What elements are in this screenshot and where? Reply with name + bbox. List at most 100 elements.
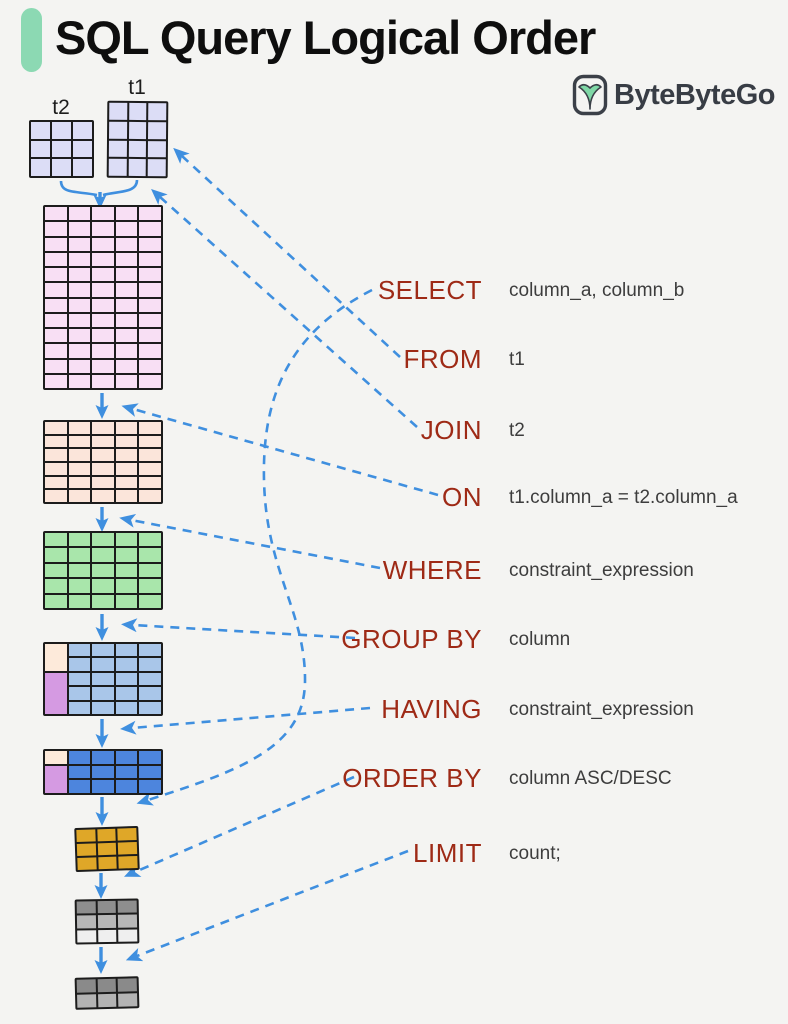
table-cell (115, 344, 138, 358)
table-cell (76, 901, 96, 914)
table-cell (52, 159, 71, 176)
table-cell (115, 463, 138, 475)
clause-keyword-limit: LIMIT (413, 838, 482, 868)
table-cell (92, 283, 114, 297)
table-cell (92, 594, 114, 608)
table-cell (68, 359, 91, 373)
table-cell (68, 687, 91, 700)
table-cell (115, 658, 138, 671)
table-cell (115, 359, 138, 373)
table-cell (128, 140, 147, 158)
table-cell (45, 237, 67, 251)
table-cell (45, 252, 67, 266)
table-cell (148, 121, 167, 139)
table-cell (139, 687, 161, 700)
table-cell (31, 122, 50, 139)
table-cell (97, 929, 117, 943)
table-cell (45, 644, 67, 671)
table-cell (139, 579, 161, 593)
table-cell (128, 121, 147, 139)
table-cell (117, 827, 137, 841)
table-cell (45, 533, 67, 547)
table-cell (148, 103, 167, 120)
table-cell (115, 490, 138, 502)
table-cell (45, 207, 67, 221)
table-on-result (43, 420, 163, 504)
table-cell (139, 563, 161, 578)
table-cell (45, 359, 67, 373)
table-having-result (43, 749, 163, 795)
table-cell (77, 857, 97, 871)
table-cell (92, 579, 114, 593)
table-cell (115, 422, 138, 434)
connector-having (120, 706, 371, 735)
table-cell (128, 102, 147, 120)
connector-on (121, 403, 439, 497)
table-cell (115, 780, 138, 793)
table-cell (92, 268, 114, 282)
table-cell (115, 687, 138, 700)
table-cell (68, 422, 91, 434)
table-cell (92, 435, 114, 448)
table-cell (76, 979, 96, 993)
title-accent-bar (21, 8, 42, 72)
table-cell (115, 672, 138, 686)
table-select-result (74, 825, 140, 873)
table-cell (68, 374, 91, 388)
table-cell (68, 490, 91, 502)
table-cell (92, 359, 114, 373)
table-cell (45, 765, 67, 793)
brand-logo: ByteByteGo (572, 74, 776, 116)
table-cell (118, 841, 138, 855)
table-order-by-result (74, 898, 140, 945)
table-cell (92, 687, 114, 700)
table-cell (139, 701, 161, 714)
clause-argument-from: t1 (509, 349, 525, 370)
table-cell (97, 856, 118, 870)
table-cell (139, 344, 161, 358)
table-cell (45, 344, 67, 358)
table-cell (109, 121, 127, 139)
clause-keyword-join: JOIN (420, 415, 482, 445)
table-cell (77, 994, 97, 1008)
table-cell (97, 900, 117, 914)
table-t2 (29, 120, 94, 178)
table-cell (45, 222, 67, 236)
table-cell (92, 548, 114, 562)
clause-argument-where: constraint_expression (509, 560, 694, 581)
table-cell (139, 449, 161, 461)
table-cell (92, 313, 114, 327)
table-cell (139, 237, 161, 251)
table-cell (45, 476, 67, 489)
table-cell (92, 329, 114, 343)
table-cell (92, 476, 114, 489)
table-cell (68, 298, 91, 312)
connector-join (151, 188, 418, 428)
table-cell (92, 237, 114, 251)
clause-keyword-where: WHERE (382, 555, 482, 585)
table-cell (118, 929, 138, 942)
table-cell (68, 548, 91, 562)
clause-keyword-on: ON (442, 482, 482, 512)
clause-keyword-order-by: ORDER BY (342, 763, 482, 793)
clause-argument-having: constraint_expression (509, 699, 694, 720)
table-cell (139, 463, 161, 475)
table-cell (139, 594, 161, 608)
table-cell (68, 658, 91, 671)
table-cell (45, 298, 67, 312)
connector-where (119, 513, 381, 570)
table-cell (45, 449, 67, 461)
table-cell (109, 102, 127, 120)
table-cell (76, 915, 96, 929)
table-cell (115, 701, 138, 714)
table-cell (45, 268, 67, 282)
table-where-result (43, 531, 163, 610)
table-cell (148, 140, 166, 158)
table-cell (118, 993, 138, 1007)
table-cell (115, 533, 138, 547)
table-cell (97, 842, 117, 856)
table-cell (139, 207, 161, 221)
table-cell (92, 765, 114, 779)
table-cell (117, 900, 137, 914)
table-cell (115, 563, 138, 578)
